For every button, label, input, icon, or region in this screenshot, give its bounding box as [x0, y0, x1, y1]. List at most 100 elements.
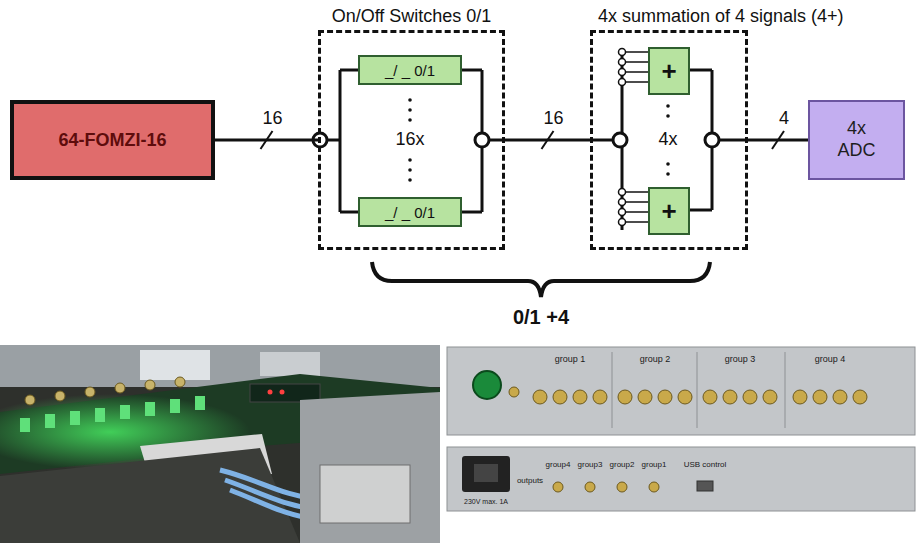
input-dot	[619, 219, 626, 226]
bnc-connector	[723, 390, 737, 404]
brace	[372, 262, 710, 297]
adder-box: +	[648, 47, 690, 95]
usb-connector	[697, 481, 713, 491]
bnc-connector	[617, 482, 627, 492]
bnc-connector	[585, 482, 595, 492]
enclosure-wall	[300, 392, 440, 543]
divider	[785, 352, 786, 428]
power-socket-inlet	[474, 464, 498, 482]
bnc-connector	[533, 390, 547, 404]
ellipsis-dot	[666, 104, 670, 108]
led	[120, 405, 130, 419]
input-dot	[619, 79, 626, 86]
node-text: +	[661, 56, 676, 87]
bnc-connector	[55, 391, 65, 401]
front-panel	[447, 347, 915, 435]
bnc-connector	[703, 390, 717, 404]
source-box: 64-FOMZI-16	[10, 100, 215, 180]
led	[195, 396, 205, 410]
bnc-connector	[25, 395, 35, 405]
ellipsis-dot	[666, 172, 670, 176]
lab-background	[0, 345, 440, 387]
microcontroller	[250, 384, 320, 402]
bus-wire	[340, 211, 358, 214]
node-text: +	[661, 196, 676, 227]
bnc-connector	[833, 390, 847, 404]
led	[268, 390, 273, 395]
node-text: _/ _ 0/1	[385, 62, 435, 79]
led	[95, 408, 105, 422]
bnc-connector	[85, 387, 95, 397]
count-label: 16x	[395, 130, 424, 150]
led	[145, 402, 155, 416]
power-filter	[320, 465, 410, 523]
switch-box: _/ _ 0/1	[358, 55, 462, 85]
bnc-connector	[553, 390, 567, 404]
input-dot	[619, 189, 626, 196]
input-dot	[619, 209, 626, 216]
bnc-connector	[553, 482, 563, 492]
back-panel	[447, 447, 915, 511]
photo-front-panel	[447, 347, 915, 435]
node-text: 64-FOMZI-16	[58, 130, 166, 151]
bus-junction	[613, 133, 627, 147]
ellipsis-dot	[408, 168, 412, 172]
group-heading: On/Off Switches 0/1	[332, 5, 492, 27]
divider	[697, 352, 698, 428]
dots	[408, 98, 670, 182]
panel-label: group2	[610, 461, 635, 470]
bnc-connector	[763, 390, 777, 404]
panel-label: group3	[578, 461, 603, 470]
bus-width-label: 16	[260, 108, 284, 128]
adc-box: 4x ADC	[808, 100, 905, 180]
node-text: 4x ADC	[834, 118, 880, 161]
enclosure-floor	[0, 448, 300, 543]
input-dot	[619, 69, 626, 76]
output-connectors	[553, 482, 659, 492]
group-heading: 4x summation of 4 signals (4+)	[598, 5, 844, 27]
bus-width-label: 16	[541, 108, 565, 128]
bnc-connector	[649, 482, 659, 492]
adder-box: +	[648, 187, 690, 235]
panel-label: 230V max. 1A	[464, 498, 508, 506]
ellipsis-dot	[408, 178, 412, 182]
group-dividers	[612, 352, 785, 428]
bnc-connector	[175, 377, 185, 387]
panel-label: group 2	[640, 355, 671, 365]
sum-bus	[590, 49, 748, 231]
panel-label: group 4	[815, 355, 846, 365]
input-dot	[619, 49, 626, 56]
bnc-connector	[853, 390, 867, 404]
ellipsis-dot	[408, 158, 412, 162]
input-dot	[619, 199, 626, 206]
bus-slash	[542, 131, 554, 149]
window	[260, 352, 320, 376]
panel-label: group4	[546, 461, 571, 470]
bus-wire	[339, 70, 342, 212]
bnc-connector	[813, 390, 827, 404]
led	[70, 411, 80, 425]
ellipsis-dot	[408, 118, 412, 122]
node-text: _/ _ 0/1	[385, 204, 435, 221]
front-connectors	[533, 390, 867, 404]
bnc-connector	[658, 390, 672, 404]
bus-junction	[705, 133, 719, 147]
bus-junction	[475, 133, 489, 147]
bus-wire	[462, 211, 482, 214]
brace-label: 0/1 +4	[513, 306, 569, 328]
led	[20, 418, 30, 432]
ellipsis-dot	[408, 108, 412, 112]
bnc-connector	[618, 390, 632, 404]
bus-wire	[690, 69, 712, 72]
panel-label: outputs	[517, 477, 543, 486]
bus-wire	[690, 209, 712, 212]
ellipsis-dot	[666, 114, 670, 118]
bnc-connector	[573, 390, 587, 404]
panel-label: USB control	[684, 461, 727, 470]
power-socket	[462, 456, 510, 492]
bnc-connector	[638, 390, 652, 404]
switch-bus	[313, 70, 505, 212]
bus-wire	[340, 69, 358, 72]
led	[170, 399, 180, 413]
